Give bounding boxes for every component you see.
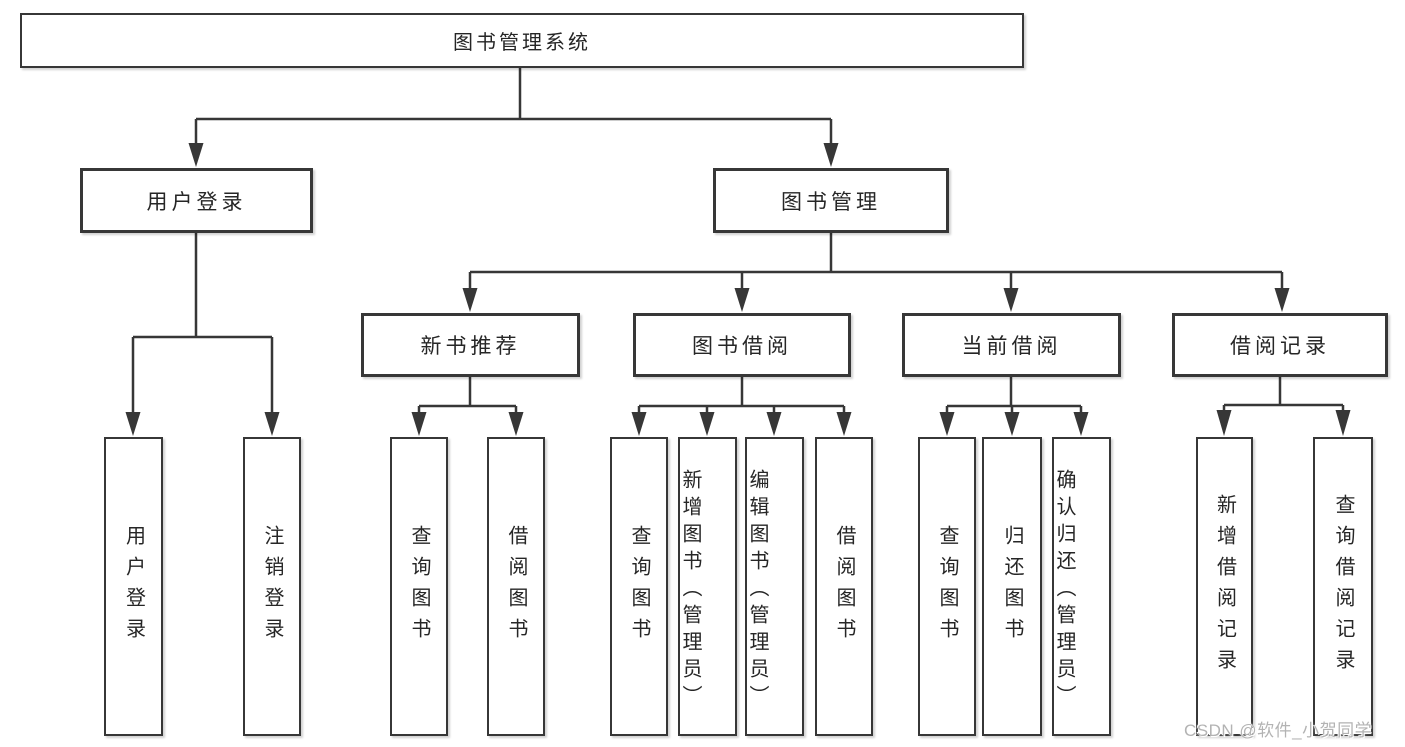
leaf-edit-book-admin: 编辑图书（管理员）	[745, 437, 804, 736]
arrowhead-icons	[125, 143, 1351, 436]
leaf-edit-book-admin-label: 编辑图书（管理员）	[746, 469, 768, 712]
leaf-query-books-3-label: 查询图书	[936, 524, 958, 649]
leaf-confirm-return-admin-label: 确认归还（管理员）	[1053, 469, 1075, 712]
leaf-borrow-books-2: 借阅图书	[815, 437, 873, 736]
leaf-query-books-2-label: 查询图书	[628, 524, 650, 649]
root-node-library-management-system: 图书管理系统	[20, 13, 1024, 68]
node-new-book-recommend-label: 新书推荐	[420, 335, 521, 358]
node-user-login: 用户登录	[80, 168, 313, 233]
node-borrow-records-label: 借阅记录	[1230, 335, 1330, 358]
leaf-return-book: 归还图书	[982, 437, 1042, 736]
node-user-login-label: 用户登录	[146, 190, 247, 214]
leaf-add-book-admin-label: 新增图书（管理员）	[679, 469, 701, 712]
leaf-query-books-1: 查询图书	[390, 437, 448, 736]
leaf-query-books-2: 查询图书	[610, 437, 668, 736]
root-node-label: 图书管理系统	[453, 32, 591, 54]
leaf-logout-label: 注销登录	[261, 524, 283, 649]
leaf-add-borrow-record: 新增借阅记录	[1196, 437, 1253, 736]
leaf-query-borrow-record: 查询借阅记录	[1313, 437, 1373, 736]
leaf-query-books-1-label: 查询图书	[408, 524, 430, 649]
leaf-confirm-return-admin: 确认归还（管理员）	[1052, 437, 1111, 736]
node-book-management: 图书管理	[713, 168, 949, 233]
node-new-book-recommend: 新书推荐	[361, 313, 580, 377]
node-current-borrow: 当前借阅	[902, 313, 1121, 377]
node-borrow-records: 借阅记录	[1172, 313, 1388, 377]
leaf-return-book-label: 归还图书	[1001, 524, 1023, 649]
csdn-watermark: CSDN @软件_小贺同学	[1184, 721, 1373, 740]
node-book-management-label: 图书管理	[781, 190, 881, 214]
leaf-query-books-3: 查询图书	[918, 437, 976, 736]
node-book-borrow: 图书借阅	[633, 313, 851, 377]
node-book-borrow-label: 图书借阅	[692, 335, 792, 358]
leaf-borrow-books-1-label: 借阅图书	[505, 524, 527, 649]
leaf-query-borrow-record-label: 查询借阅记录	[1332, 493, 1354, 680]
leaf-user-login: 用户登录	[104, 437, 163, 736]
leaf-borrow-books-2-label: 借阅图书	[833, 524, 855, 649]
leaf-borrow-books-1: 借阅图书	[487, 437, 545, 736]
node-current-borrow-label: 当前借阅	[961, 335, 1062, 358]
leaf-logout: 注销登录	[243, 437, 301, 736]
leaf-add-book-admin: 新增图书（管理员）	[678, 437, 737, 736]
leaf-user-login-label: 用户登录	[122, 524, 145, 649]
leaf-add-borrow-record-label: 新增借阅记录	[1213, 493, 1236, 680]
